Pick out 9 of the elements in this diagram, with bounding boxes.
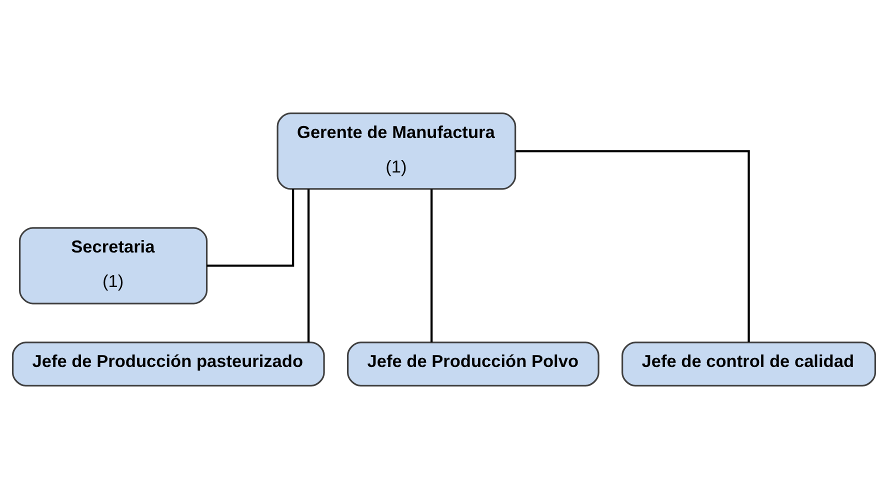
connector <box>516 150 750 342</box>
node-box: Secretaria (1) <box>19 227 208 304</box>
node-box: Jefe de Producción pasteurizado <box>12 342 325 386</box>
node-box: Gerente de Manufactura (1) <box>276 112 516 190</box>
node-box: Jefe de control de calidad <box>622 342 876 386</box>
connector <box>430 189 433 342</box>
connector <box>206 188 294 267</box>
connector <box>307 189 310 342</box>
node-box: Jefe de Producción Polvo <box>347 342 600 386</box>
